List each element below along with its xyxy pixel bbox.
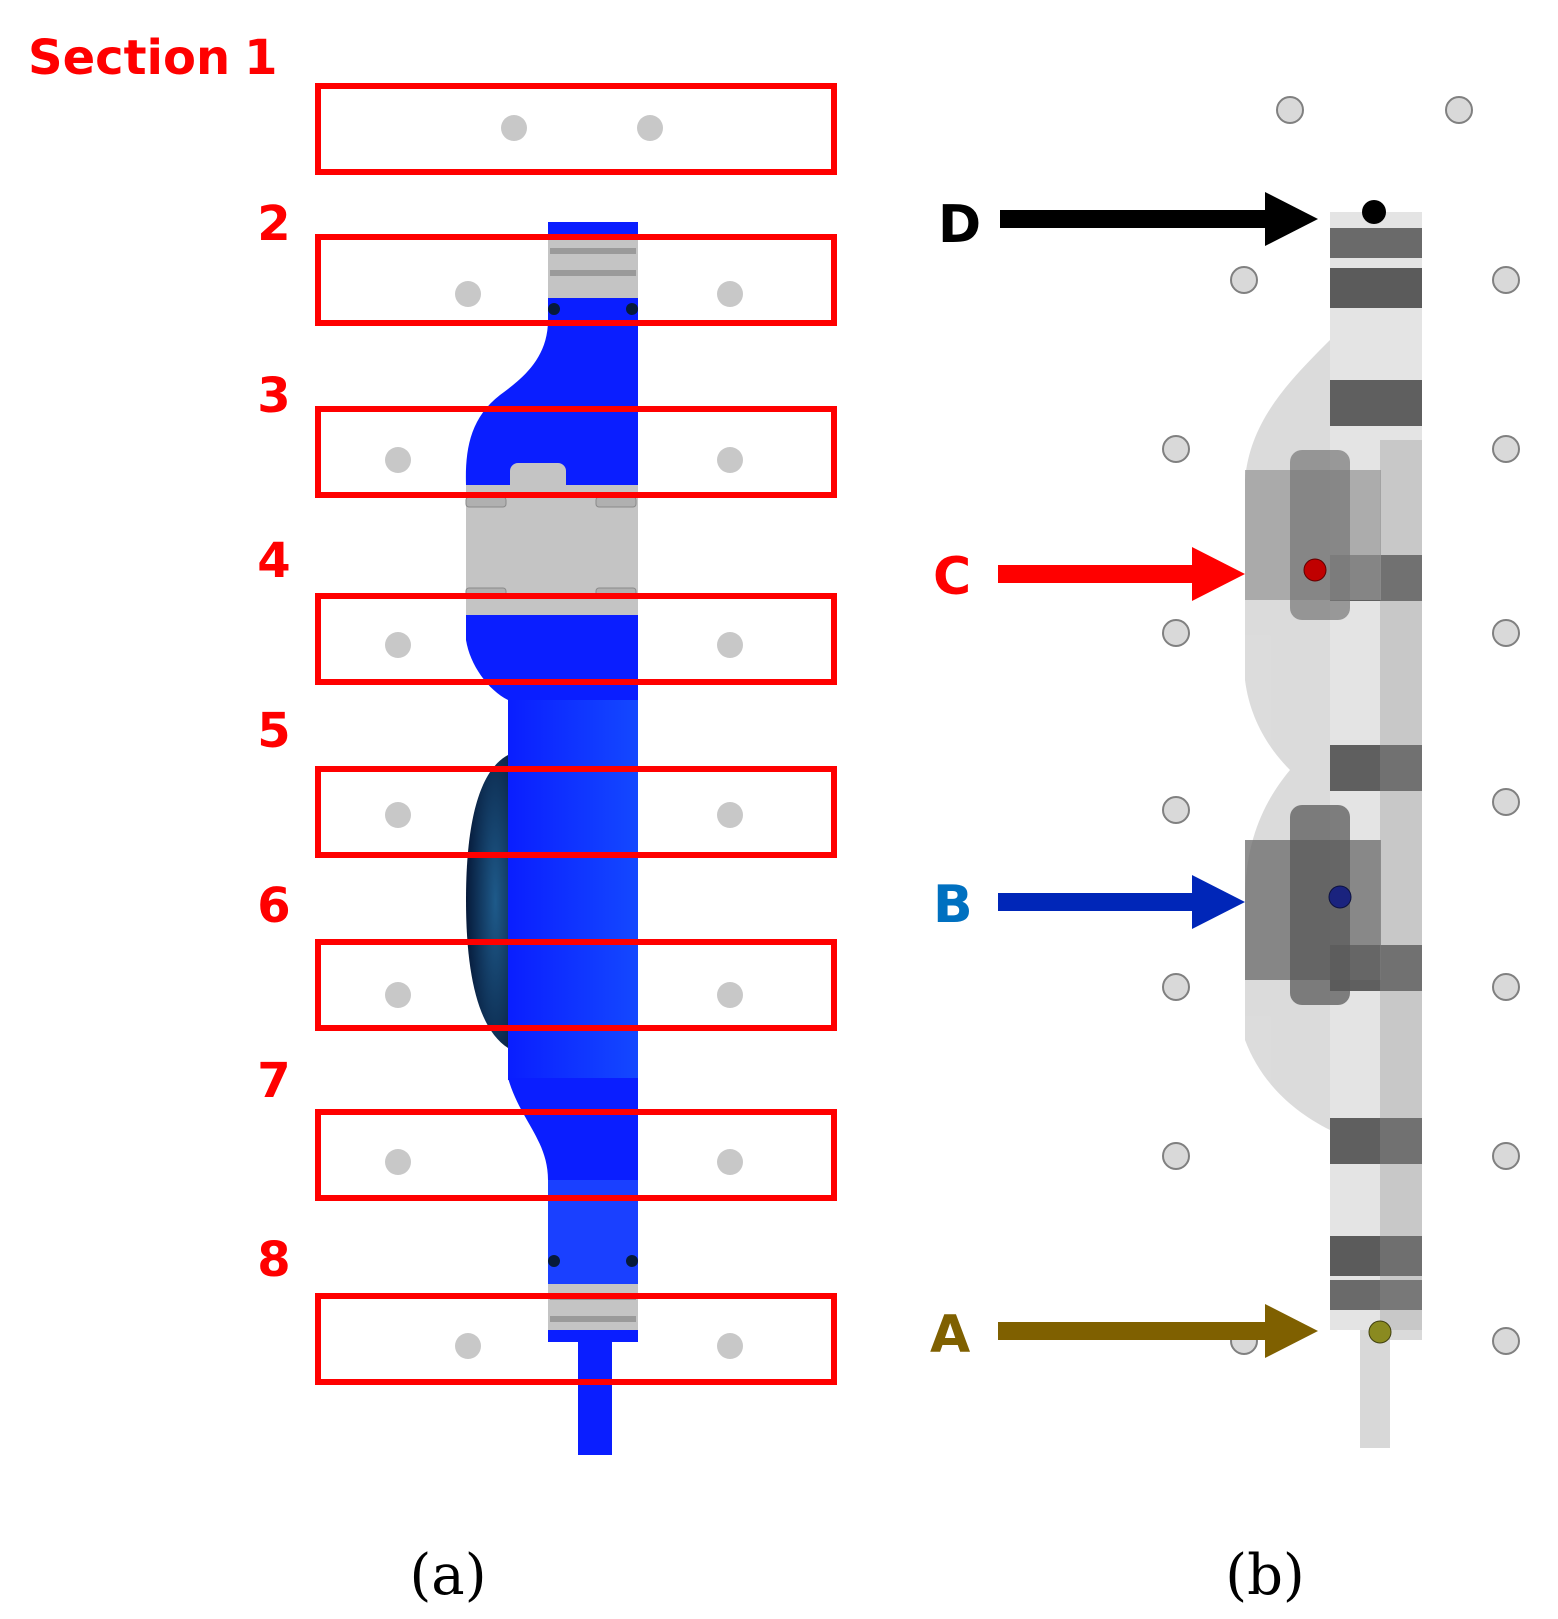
cast-part-transparent [1245,212,1422,1448]
sensor-dot [455,281,481,307]
point-b-marker [1328,885,1352,909]
cast-part-blue [465,222,638,1455]
sensor-dot [385,447,411,473]
sensor-dot [1492,619,1520,647]
band [1330,228,1422,258]
point-label-a: A [930,1305,970,1365]
sensor-dot [1492,973,1520,1001]
sensor-dot [385,802,411,828]
point-c-marker [1303,558,1327,582]
sensor-dot [1162,435,1190,463]
section-group: 2 3 4 5 6 7 8 [257,83,837,1385]
band [1330,1236,1422,1276]
sensor-dot [455,1333,481,1359]
sensor-dot [717,1333,743,1359]
sensor-dot [1162,796,1190,824]
section-box-4 [315,593,837,685]
sensor-dot [717,1149,743,1175]
section-label-8: 8 [257,1232,290,1288]
band [1330,1280,1422,1310]
sensor-dot-group [1162,96,1520,1355]
section-box-8 [315,1293,837,1385]
sensor-dot [385,1149,411,1175]
point-a-marker [1368,1320,1392,1344]
section-box-6 [315,939,837,1031]
sensor-dot [1492,435,1520,463]
point-label-c: C [933,547,971,607]
band [1330,745,1422,791]
sensor-dot [501,115,527,141]
sensor-dot [717,632,743,658]
point-d-marker [1362,200,1386,224]
section-label-6: 6 [257,878,290,934]
sensor-dot [717,447,743,473]
sensor-dot [1492,1327,1520,1355]
section-box-1 [315,83,837,175]
sensor-dot [1492,788,1520,816]
arrow-d [1000,192,1318,246]
section-label-5: 5 [257,703,290,759]
section-label-4: 4 [257,533,290,589]
sensor-dot [385,982,411,1008]
band [1330,268,1422,308]
sensor-dot [1445,96,1473,124]
band [1330,380,1422,426]
sensor-dot [1162,973,1190,1001]
sensor-dot [637,115,663,141]
panel-b: D C B A (b) [930,96,1520,1608]
arrow-b [998,875,1245,929]
sensor-dot [1162,1142,1190,1170]
arrow-a [998,1304,1318,1358]
sensor-dot [385,632,411,658]
section-label-1: 1 [244,30,277,86]
section-label-2: 2 [257,196,290,252]
sensor-dot [717,281,743,307]
point-label-d: D [938,195,981,255]
caption-a: (a) [409,1543,486,1608]
caption-b: (b) [1225,1543,1305,1608]
sensor-dot [717,982,743,1008]
point-label-b: B [933,875,973,935]
sensor-dot [1276,96,1304,124]
section-label-7: 7 [257,1053,290,1109]
section-box-3 [315,406,837,498]
sensor-dot [1230,266,1258,294]
band [1330,1118,1422,1164]
section-label-3: 3 [257,368,290,424]
sensor-dot [1492,266,1520,294]
section-box-5 [315,766,837,858]
arrow-c [998,547,1245,601]
sensor-dot [1492,1142,1520,1170]
section-box-7 [315,1109,837,1201]
section-word: Section [28,30,230,86]
section-box-2 [315,234,837,326]
sensor-dot [717,802,743,828]
sensor-dot [1162,619,1190,647]
